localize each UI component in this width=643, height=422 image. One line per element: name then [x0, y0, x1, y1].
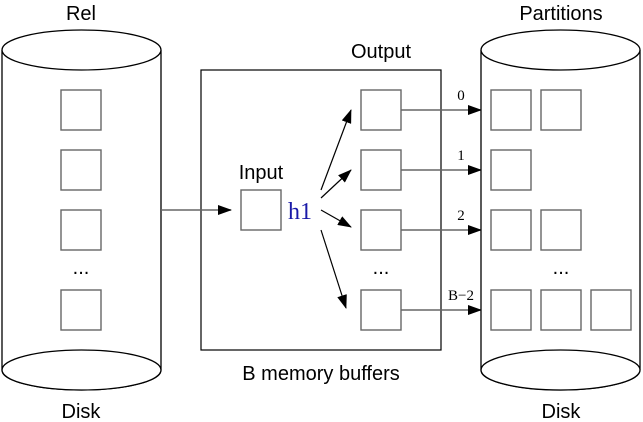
- relation-pages: [60, 89, 102, 331]
- hash-arrow-2: [320, 209, 352, 228]
- partition-page: [490, 149, 532, 191]
- output-buffer-2: [360, 209, 402, 251]
- partitions-title: Partitions: [519, 3, 602, 25]
- partitions-disk: Partitions ... Disk: [480, 3, 641, 422]
- partition-label-0: 0: [457, 88, 465, 104]
- output-buffer-last: [360, 289, 402, 331]
- output-buffer-1: [360, 149, 402, 191]
- partition-page: [490, 209, 532, 251]
- partition-page: [540, 89, 582, 131]
- partitions-disk-caption: Disk: [542, 401, 582, 422]
- partition-label-2: 2: [457, 208, 465, 224]
- relation-disk-top: [1, 29, 162, 71]
- relation-page: [60, 149, 102, 191]
- output-label: Output: [351, 41, 411, 63]
- write-arrows: 0 1 2 B−2: [401, 88, 482, 315]
- output-buffer-0: [360, 89, 402, 131]
- relation-page: [60, 289, 102, 331]
- partition-page: [490, 89, 532, 131]
- partition-page: [540, 289, 582, 331]
- relation-disk: Rel ... Disk: [1, 3, 162, 422]
- relation-title: Rel: [66, 3, 96, 25]
- hash-arrow-last: [320, 229, 347, 309]
- partition-label-1: 1: [457, 148, 465, 164]
- partition-pages: [490, 89, 632, 331]
- partition-page: [540, 209, 582, 251]
- hash-arrow-0: [320, 109, 352, 191]
- partition-page: [490, 289, 532, 331]
- relation-disk-caption: Disk: [62, 401, 102, 422]
- relation-page: [60, 89, 102, 131]
- partitions-disk-top: [480, 29, 641, 71]
- partition-page: [590, 289, 632, 331]
- input-buffer: [240, 189, 282, 231]
- partition-label-last: B−2: [448, 288, 474, 304]
- relation-page: [60, 209, 102, 251]
- partitions-disk-bottom: [480, 349, 641, 391]
- partitions-ellipsis: ...: [553, 257, 570, 279]
- hash-arrow-1: [320, 169, 352, 199]
- memory-caption: B memory buffers: [242, 363, 399, 385]
- output-ellipsis: ...: [373, 257, 390, 279]
- hash-function-label: h1: [288, 199, 312, 225]
- relation-disk-bottom: [1, 349, 162, 391]
- memory-buffers: Output Input h1 ... B memory buffers: [200, 41, 442, 385]
- input-label: Input: [239, 162, 284, 184]
- relation-ellipsis: ...: [73, 257, 90, 279]
